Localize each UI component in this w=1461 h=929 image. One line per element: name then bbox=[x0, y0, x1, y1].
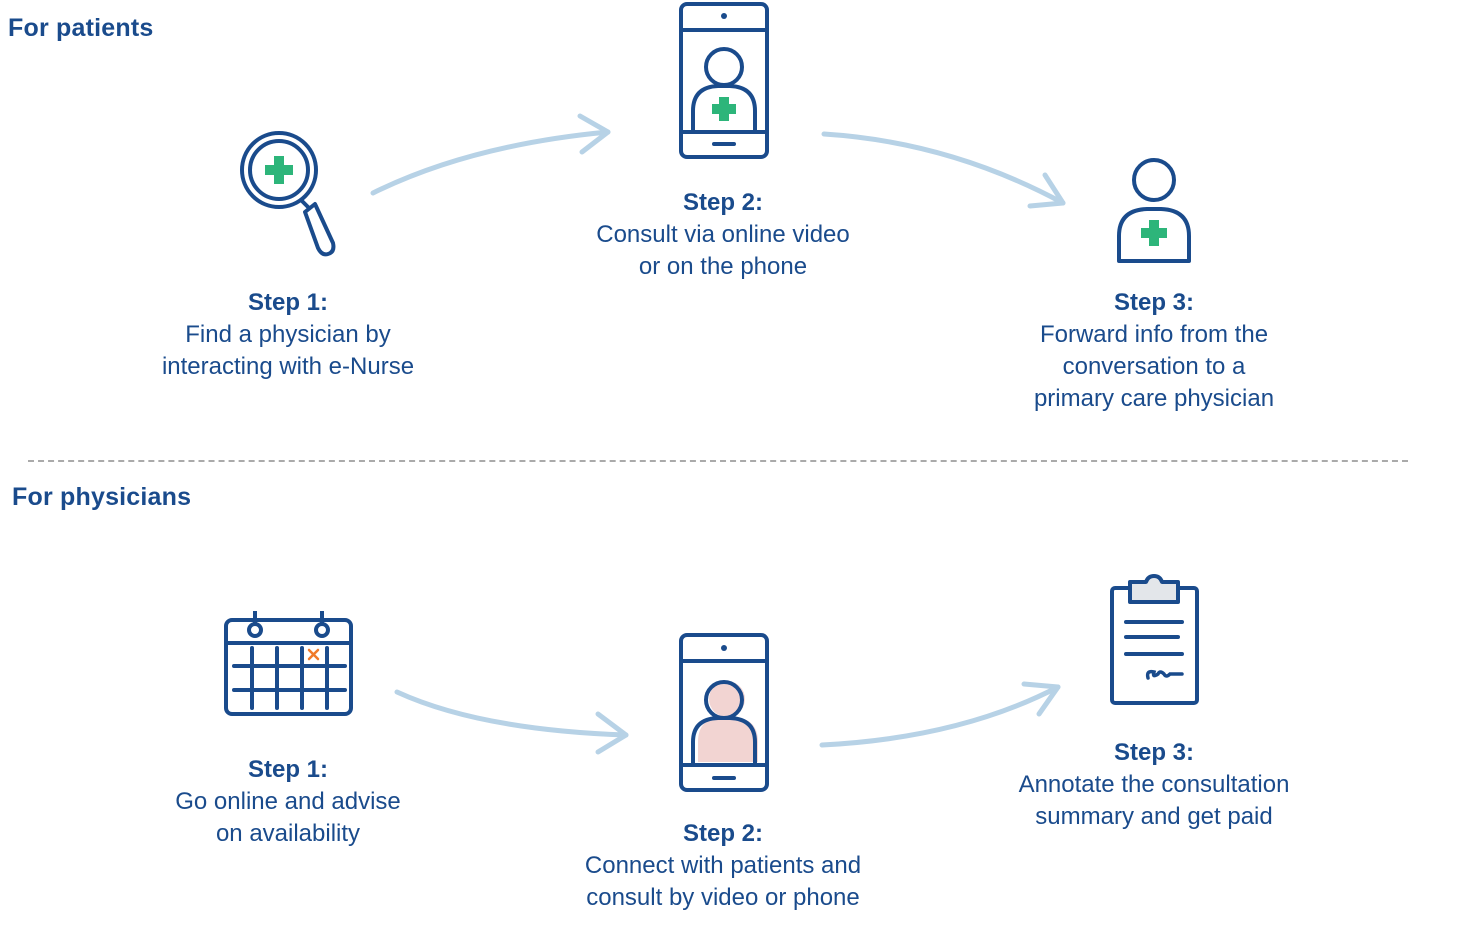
step-label: Step 2: bbox=[682, 820, 763, 847]
arrow-physicians-1-2 bbox=[394, 689, 629, 738]
physicians-step-1: Step 1: Go online and advise on availabi… bbox=[88, 754, 488, 850]
patients-step-2: Step 2: Consult via online video or on t… bbox=[523, 187, 923, 283]
arrowhead-physicians-2-3 bbox=[1021, 681, 1061, 717]
calendar-icon bbox=[224, 611, 353, 716]
step-description: Find a physician by interacting with e-N… bbox=[161, 321, 415, 380]
phone-patient-icon bbox=[679, 633, 769, 792]
section-divider bbox=[28, 460, 1408, 462]
step-label: Step 1: bbox=[247, 756, 328, 783]
patients-step-3: Step 3: Forward info from the conversati… bbox=[954, 287, 1354, 415]
section-title-patients: For patients bbox=[8, 14, 154, 42]
phone-doctor-icon bbox=[679, 2, 769, 159]
arrow-physicians-2-3 bbox=[819, 684, 1061, 748]
arrowhead-patients-2-3 bbox=[1027, 172, 1066, 209]
step-label: Step 2: bbox=[682, 189, 763, 216]
arrowhead-physicians-1-2 bbox=[595, 711, 629, 755]
step-label: Step 3: bbox=[1113, 289, 1194, 316]
step-description: Go online and advise on availability bbox=[175, 788, 401, 847]
clipboard-icon bbox=[1110, 574, 1199, 705]
magnifier-plus-icon bbox=[240, 131, 336, 257]
step-description: Forward info from the conversation to a … bbox=[1033, 321, 1275, 412]
arrow-patients-1-2 bbox=[370, 129, 611, 196]
step-label: Step 1: bbox=[247, 289, 328, 316]
arrow-patients-2-3 bbox=[821, 131, 1066, 206]
step-description: Connect with patients and consult by vid… bbox=[584, 852, 862, 911]
physicians-step-2: Step 2: Connect with patients and consul… bbox=[523, 818, 923, 914]
physicians-step-3: Step 3: Annotate the consultation summar… bbox=[954, 737, 1354, 833]
patients-step-1: Step 1: Find a physician by interacting … bbox=[88, 287, 488, 383]
arrowhead-patients-1-2 bbox=[577, 113, 611, 155]
doctor-icon bbox=[1117, 158, 1191, 263]
step-label: Step 3: bbox=[1113, 739, 1194, 766]
step-description: Annotate the consultation summary and ge… bbox=[1018, 771, 1290, 830]
step-description: Consult via online video or on the phone bbox=[596, 221, 850, 280]
section-title-physicians: For physicians bbox=[12, 483, 192, 511]
